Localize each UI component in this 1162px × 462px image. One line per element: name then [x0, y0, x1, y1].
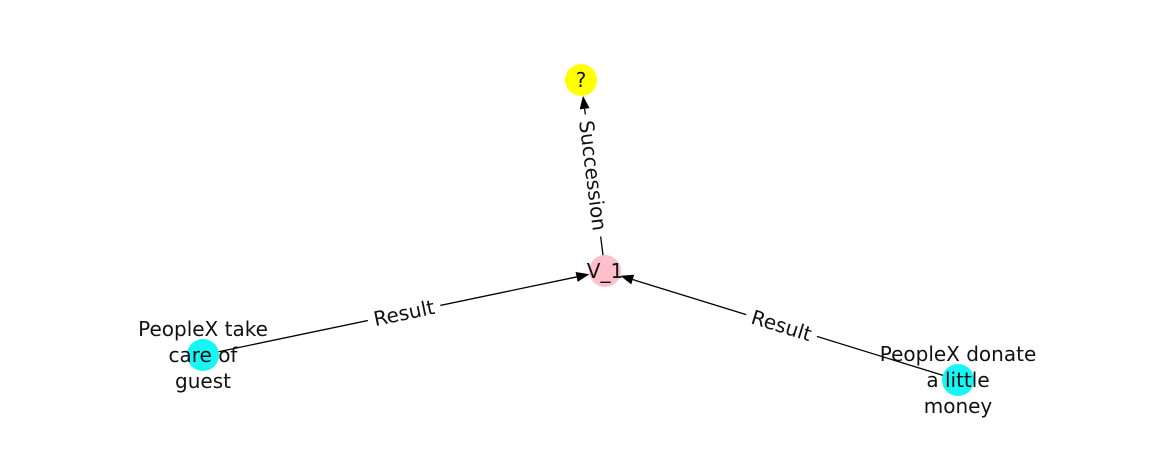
node-b — [942, 364, 974, 396]
node-label-b: PeopleX donate — [880, 342, 1037, 366]
node-label-a: guest — [175, 369, 231, 393]
node-label-q: ? — [576, 68, 587, 92]
node-q — [565, 64, 597, 96]
edge-label-group-0: Succession — [571, 112, 615, 239]
node-label-a: PeopleX take — [138, 317, 268, 341]
edge-label-group-1: Result — [365, 291, 444, 335]
edge-label-background — [571, 112, 615, 239]
node-label-v1: V_1 — [587, 259, 623, 283]
node-label-a: care of — [169, 343, 239, 367]
edge-arrowhead-v1-to-q — [579, 95, 590, 110]
nodes-layer — [187, 64, 974, 396]
edge-arrowhead-b-to-v1 — [620, 274, 635, 285]
node-v1 — [589, 255, 621, 287]
node-label-b: money — [924, 394, 993, 418]
node-a — [187, 339, 219, 371]
edge-label-background — [742, 301, 822, 350]
edge-label-background — [365, 291, 444, 335]
edge-arrowhead-a-to-v1 — [575, 272, 590, 282]
node-label-b: a little — [926, 368, 989, 392]
edge-label-group-2: Result — [742, 301, 822, 350]
